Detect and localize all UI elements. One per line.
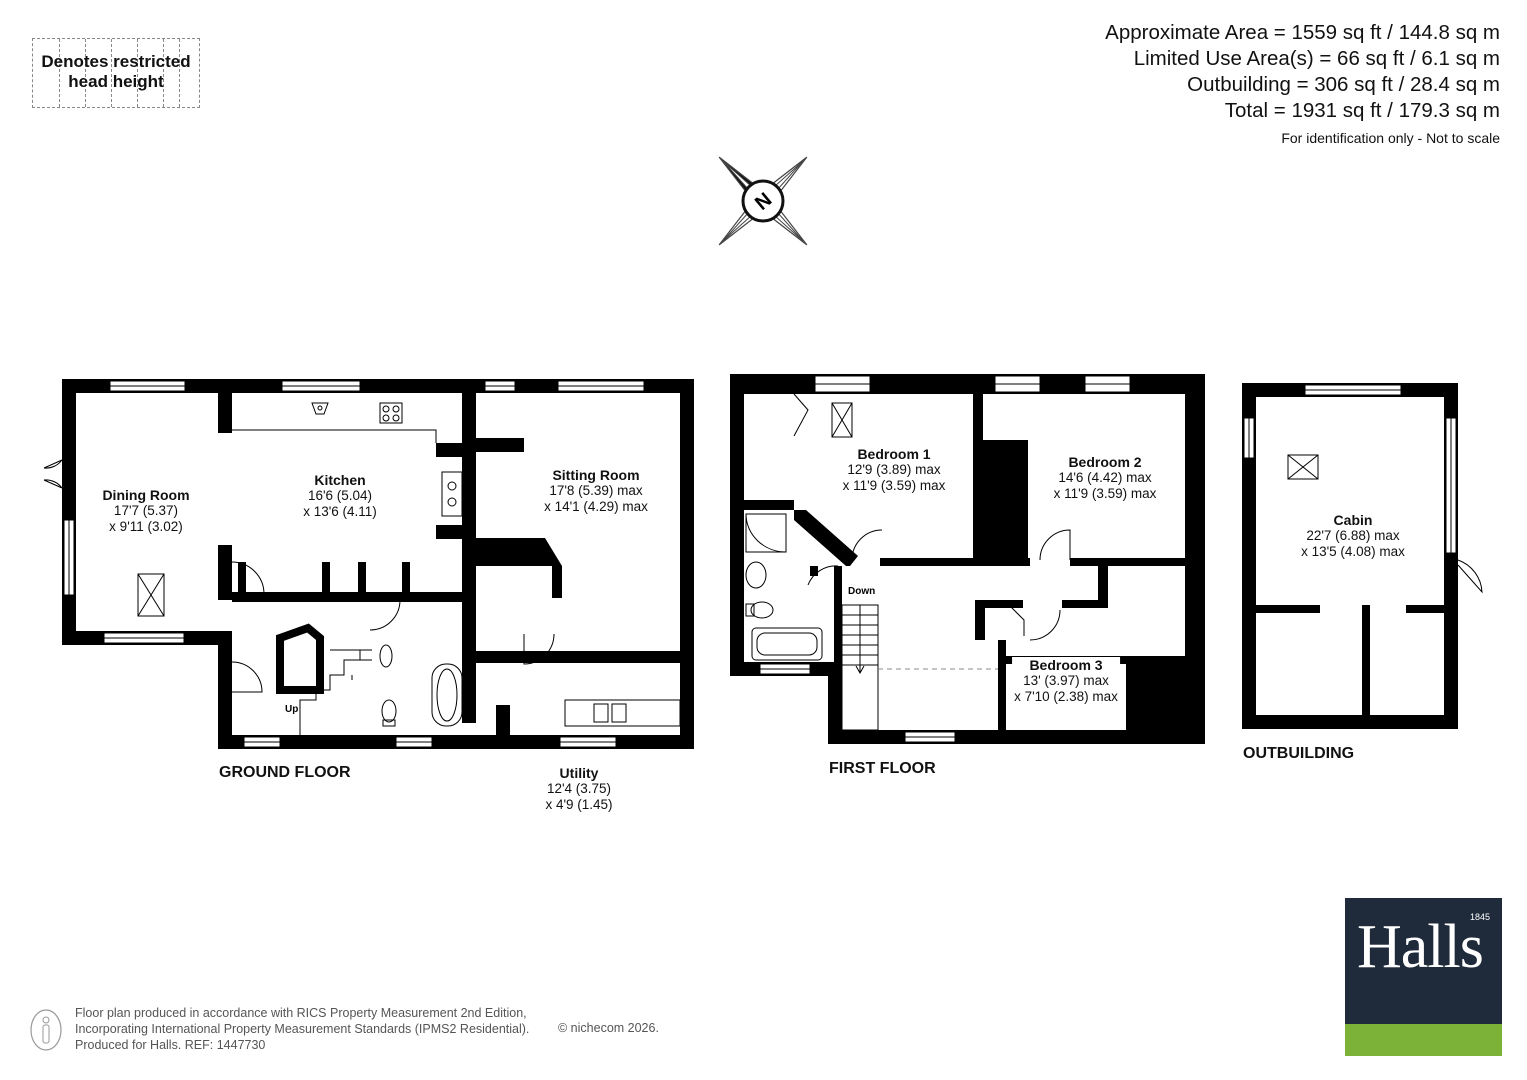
room-dining: Dining Room 17'7 (5.37) x 9'11 (3.02) — [102, 487, 190, 534]
outbuilding-area: Outbuilding = 306 sq ft / 28.4 sq m — [1187, 73, 1500, 96]
ground-floor-label: GROUND FLOOR — [219, 764, 351, 781]
person-scale-icon — [30, 1009, 62, 1051]
stairs-down-label: Down — [848, 586, 875, 597]
scale-note: For identification only - Not to scale — [1281, 130, 1500, 146]
stairs-up-label: Up — [285, 704, 298, 715]
halls-logo: Halls 1845 — [1345, 898, 1502, 1056]
footer-text: Floor plan produced in accordance with R… — [75, 1006, 530, 1052]
logo-wordmark: Halls — [1357, 913, 1484, 981]
room-utility: Utility 12'4 (3.75) x 4'9 (1.45) — [545, 765, 613, 812]
room-kitchen: Kitchen 16'6 (5.04) x 13'6 (4.11) — [303, 472, 377, 519]
room-bedroom-3: Bedroom 3 13' (3.97) max x 7'10 (2.38) m… — [1012, 657, 1120, 705]
logo-year: 1845 — [1469, 912, 1490, 922]
legend-text: Denotes restricted head height — [41, 52, 191, 91]
first-floor-label: FIRST FLOOR — [829, 760, 936, 777]
compass-icon: N — [718, 156, 808, 246]
logo-green-band — [1345, 1024, 1502, 1056]
area-summary: Approximate Area = 1559 sq ft / 144.8 sq… — [1105, 20, 1500, 148]
room-bedroom-2: Bedroom 2 14'6 (4.42) max x 11'9 (3.59) … — [1053, 454, 1157, 501]
room-sitting: Sitting Room 17'8 (5.39) max x 14'1 (4.2… — [544, 467, 648, 514]
room-bedroom-1: Bedroom 1 12'9 (3.89) max x 11'9 (3.59) … — [842, 446, 946, 493]
outbuilding-label: OUTBUILDING — [1243, 745, 1355, 762]
room-cabin: Cabin 22'7 (6.88) max x 13'5 (4.08) max — [1301, 512, 1405, 559]
approximate-area: Approximate Area = 1559 sq ft / 144.8 sq… — [1105, 21, 1500, 44]
restricted-height-legend: Denotes restricted head height — [32, 38, 200, 108]
total-area: Total = 1931 sq ft / 179.3 sq m — [1224, 99, 1500, 122]
copyright: © nichecom 2026. — [558, 1021, 659, 1035]
limited-use-area: Limited Use Area(s) = 66 sq ft / 6.1 sq … — [1133, 47, 1500, 70]
